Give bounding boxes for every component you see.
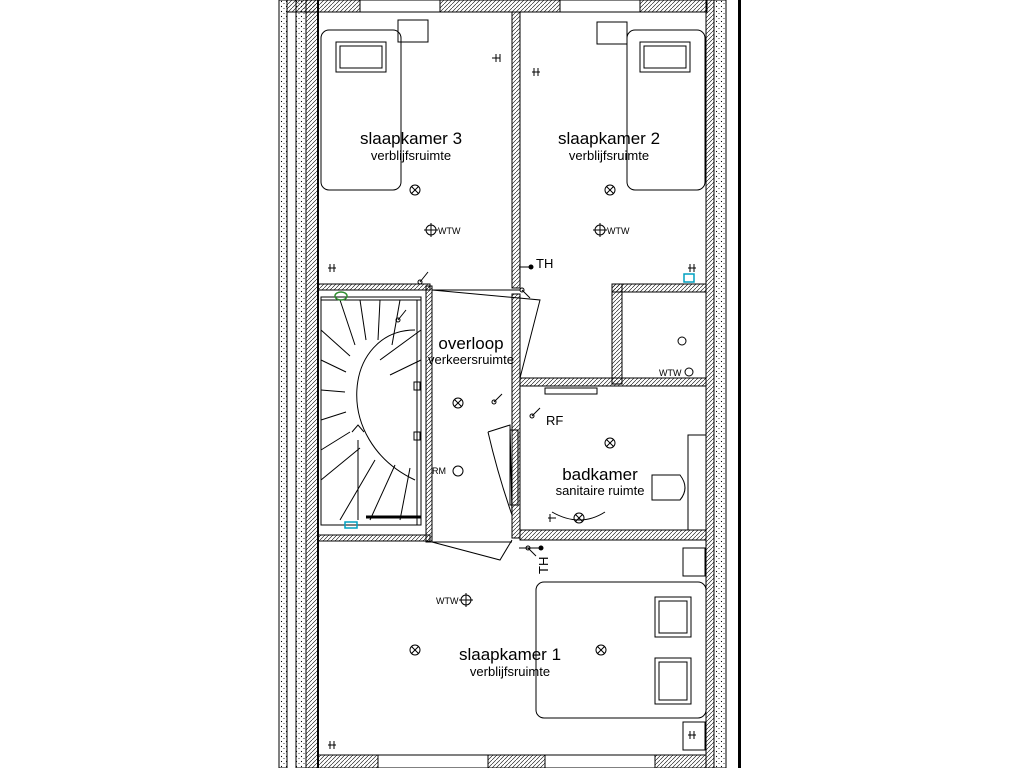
room-name: slaapkamer 1 bbox=[459, 645, 561, 664]
wtw-vent-symbols bbox=[424, 223, 694, 607]
wtw-label: WTW bbox=[438, 226, 461, 236]
top-wall bbox=[286, 0, 708, 13]
wtw-label: WTW bbox=[607, 226, 630, 236]
toilet-symbol bbox=[677, 336, 687, 346]
room-label-slaapkamer-1: slaapkamer 1 verblijfsruimte bbox=[459, 645, 561, 679]
rm-label: RM bbox=[432, 466, 446, 476]
room-type: verblijfsruimte bbox=[371, 148, 451, 163]
bathroom-fixtures bbox=[544, 387, 707, 531]
room-label-slaapkamer-3: slaapkamer 3 verblijfsruimte bbox=[360, 129, 462, 163]
room-type: sanitaire ruimte bbox=[556, 483, 645, 498]
staircase bbox=[320, 296, 422, 526]
left-exterior-wall bbox=[278, 0, 319, 768]
room-label-slaapkamer-2: slaapkamer 2 verblijfsruimte bbox=[558, 129, 660, 163]
ceiling-light-points bbox=[409, 184, 616, 656]
room-label-overloop: overloop verkeersruimte bbox=[428, 334, 514, 367]
wtw-label: WTW bbox=[659, 368, 682, 378]
room-name: badkamer bbox=[562, 465, 638, 484]
bed-slaapkamer-2 bbox=[596, 21, 706, 191]
th-label-rotated: TH bbox=[536, 557, 551, 574]
room-name: slaapkamer 2 bbox=[558, 129, 660, 148]
wall-sockets bbox=[328, 54, 696, 749]
room-type: verkeersruimte bbox=[428, 352, 514, 367]
switches bbox=[395, 271, 541, 557]
rm-smoke-detector bbox=[452, 465, 464, 477]
interior-walls bbox=[317, 11, 707, 543]
room-name: overloop bbox=[438, 334, 503, 353]
th-label: TH bbox=[536, 256, 553, 271]
room-label-badkamer: badkamer sanitaire ruimte bbox=[556, 465, 645, 498]
doors bbox=[431, 289, 541, 561]
stair-marker-accent bbox=[344, 521, 358, 529]
room-type: verblijfsruimte bbox=[569, 148, 649, 163]
bottom-wall bbox=[317, 754, 707, 768]
bed-slaapkamer-3 bbox=[320, 19, 429, 191]
bed-slaapkamer-1 bbox=[535, 547, 707, 751]
rf-label: RF bbox=[546, 413, 563, 428]
window-marker-accent bbox=[683, 273, 695, 283]
smoke-detector-green bbox=[334, 291, 348, 301]
wtw-label: WTW bbox=[436, 596, 459, 606]
room-type: verblijfsruimte bbox=[470, 664, 550, 679]
room-name: slaapkamer 3 bbox=[360, 129, 462, 148]
